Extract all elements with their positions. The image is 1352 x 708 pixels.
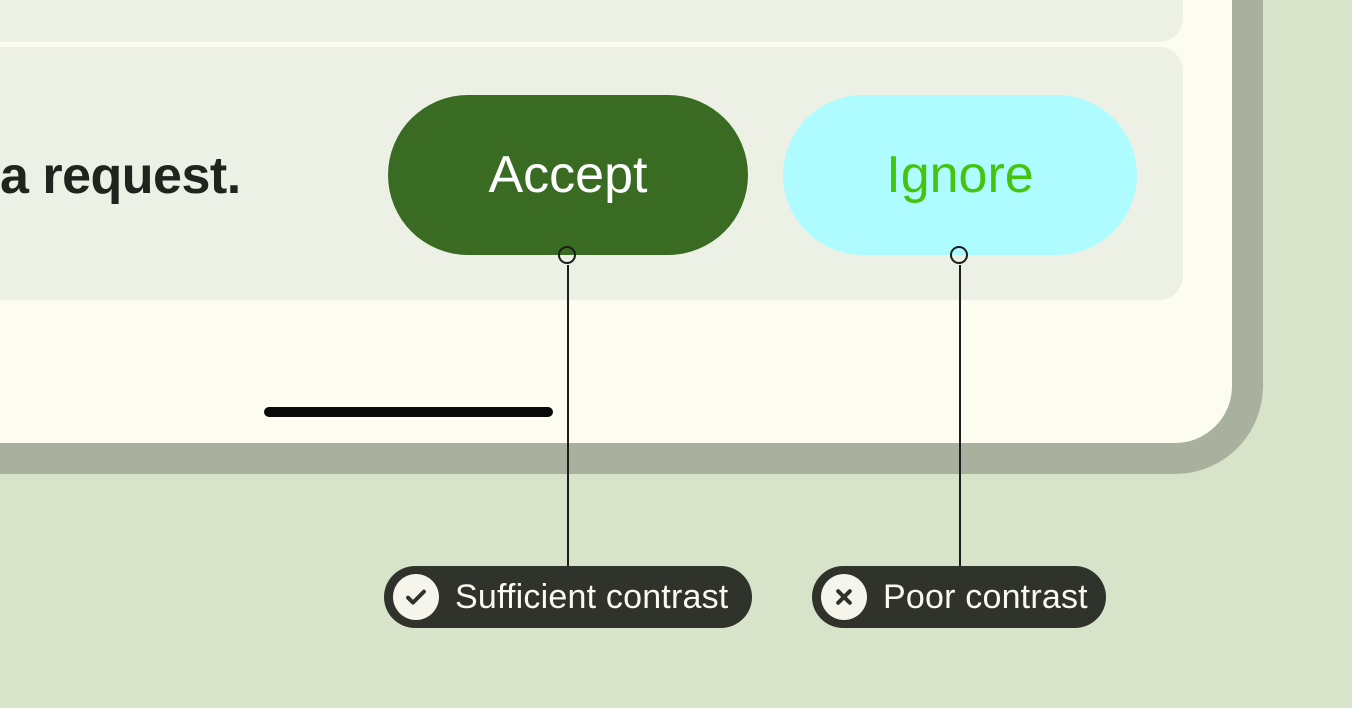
check-icon [393,574,439,620]
sufficient-contrast-label: Sufficient contrast [455,577,729,616]
notification-card-top [0,0,1183,42]
poor-contrast-callout: Poor contrast [812,566,1106,628]
ignore-button[interactable]: Ignore [783,95,1137,255]
accept-button[interactable]: Accept [388,95,748,255]
home-indicator-bar [264,407,553,417]
x-icon [821,574,867,620]
sufficient-contrast-callout: Sufficient contrast [384,566,752,628]
poor-contrast-label: Poor contrast [883,577,1088,616]
connector-dot-ignore [950,246,968,264]
connector-line-ignore [959,265,961,566]
connector-line-accept [567,265,569,566]
message-text: a request. [0,147,241,205]
connector-dot-accept [558,246,576,264]
